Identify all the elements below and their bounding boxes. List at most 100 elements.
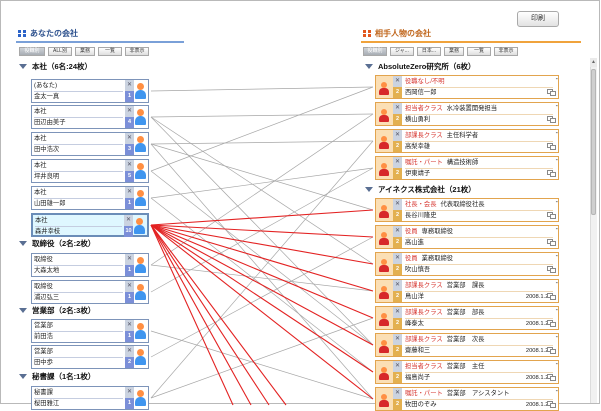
collapse-triangle-icon[interactable] (19, 241, 27, 246)
collapse-triangle-icon[interactable] (19, 308, 27, 313)
remove-icon[interactable]: ✕ (125, 160, 134, 171)
remove-icon[interactable]: ✕ (125, 320, 134, 331)
remove-icon[interactable]: ✕ (393, 253, 402, 264)
copy-icon[interactable] (547, 116, 556, 123)
remove-icon[interactable]: ✕ (125, 133, 134, 144)
remove-icon[interactable]: ✕ (124, 215, 133, 226)
remove-icon[interactable]: ✕ (125, 387, 134, 398)
right-view-button[interactable]: ジャ... (390, 47, 414, 56)
dropdown-dots-icon[interactable]: - (555, 103, 558, 110)
remove-icon[interactable]: ✕ (393, 307, 402, 318)
right-view-button[interactable]: 非表示 (494, 47, 518, 56)
employee-card[interactable]: 本社田辺由美子✕4 (31, 105, 149, 129)
right-group-header[interactable]: AbsoluteZero研究所（6枚） (365, 61, 476, 72)
remove-icon[interactable]: ✕ (125, 281, 134, 292)
remove-icon[interactable]: ✕ (393, 103, 402, 114)
left-group-header[interactable]: 取締役（2名:2枚） (19, 238, 95, 249)
left-group-header[interactable]: 本社（6名:24枚） (19, 61, 92, 72)
employee-card[interactable]: 営業部前田浩✕1 (31, 319, 149, 343)
remove-icon[interactable]: ✕ (393, 388, 402, 399)
remove-icon[interactable]: ✕ (125, 187, 134, 198)
scroll-up-arrow[interactable]: ▲ (590, 58, 597, 67)
dropdown-dots-icon[interactable]: - (555, 157, 558, 164)
employee-card[interactable]: 本社山田雄一郎✕1 (31, 186, 149, 210)
employee-card[interactable]: 取締役大森太地✕1 (31, 253, 149, 277)
collapse-triangle-icon[interactable] (365, 187, 373, 192)
dropdown-dots-icon[interactable]: - (555, 280, 558, 287)
left-view-button[interactable]: 業務 (75, 47, 95, 56)
employee-card[interactable]: 営業部田中歩✕2 (31, 345, 149, 369)
employee-card[interactable]: 取締役浦辺弘三✕1 (31, 280, 149, 304)
remove-icon[interactable]: ✕ (393, 76, 402, 87)
copy-icon[interactable] (547, 143, 556, 150)
left-view-button[interactable]: 非表示 (125, 47, 149, 56)
remove-icon[interactable]: ✕ (393, 334, 402, 345)
remove-icon[interactable]: ✕ (393, 130, 402, 141)
scrollbar-thumb[interactable] (591, 69, 596, 215)
remove-icon[interactable]: ✕ (393, 199, 402, 210)
remove-icon[interactable]: ✕ (393, 157, 402, 168)
right-view-button[interactable]: 日本... (417, 47, 441, 56)
dropdown-dots-icon[interactable]: - (555, 307, 558, 314)
remove-icon[interactable]: ✕ (393, 226, 402, 237)
employee-card[interactable]: 本社森井幸枝✕10 (31, 213, 149, 237)
remove-icon[interactable]: ✕ (125, 346, 134, 357)
remove-icon[interactable]: ✕ (393, 361, 402, 372)
remove-icon[interactable]: ✕ (125, 106, 134, 117)
copy-icon[interactable] (547, 170, 556, 177)
copy-icon[interactable] (547, 347, 556, 354)
right-group-header[interactable]: アイネクス株式会社（21枚） (365, 184, 476, 195)
copy-icon[interactable] (547, 266, 556, 273)
remove-icon[interactable]: ✕ (393, 280, 402, 291)
employee-card[interactable]: 秘書課桜田雅江✕1 (31, 386, 149, 410)
collapse-triangle-icon[interactable] (19, 64, 27, 69)
scrollbar-track[interactable] (590, 67, 597, 403)
dropdown-dots-icon[interactable]: - (555, 76, 558, 83)
remove-icon[interactable]: ✕ (125, 254, 134, 265)
dropdown-dots-icon[interactable]: - (555, 361, 558, 368)
right-view-button[interactable]: 業務 (444, 47, 464, 56)
right-view-button[interactable]: 役職別 (363, 47, 387, 56)
collapse-triangle-icon[interactable] (365, 64, 373, 69)
copy-icon[interactable] (547, 320, 556, 327)
copy-icon[interactable] (547, 293, 556, 300)
copy-icon[interactable] (547, 239, 556, 246)
print-button[interactable]: 印刷 (517, 11, 559, 27)
card-controls: ✕2 (125, 346, 134, 368)
dropdown-dots-icon[interactable]: - (555, 334, 558, 341)
dropdown-dots-icon[interactable]: - (555, 388, 558, 395)
left-group-header[interactable]: 営業部（2名:3枚） (19, 305, 95, 316)
dropdown-dots-icon[interactable]: - (555, 199, 558, 206)
dropdown-dots-icon[interactable]: - (555, 130, 558, 137)
left-view-button[interactable]: ALL別 (48, 47, 72, 56)
right-view-button[interactable]: 一覧 (467, 47, 491, 56)
dropdown-dots-icon[interactable]: - (555, 253, 558, 260)
left-group-header[interactable]: 秘書課（1名:1枚） (19, 371, 95, 382)
card-count-badge: 2 (393, 372, 402, 383)
copy-icon[interactable] (547, 401, 556, 408)
dropdown-dots-icon[interactable]: - (555, 226, 558, 233)
copy-icon[interactable] (547, 89, 556, 96)
copy-icon[interactable] (547, 374, 556, 381)
employee-card[interactable]: 本社田中浩次✕3 (31, 132, 149, 156)
employee-card[interactable]: 本社坪井良明✕5 (31, 159, 149, 183)
employee-card[interactable]: (あなた)金太一真✕1 (31, 79, 149, 103)
card-count-badge: 2 (125, 357, 134, 368)
copy-icon[interactable] (547, 212, 556, 219)
collapse-triangle-icon[interactable] (19, 374, 27, 379)
left-view-button[interactable]: 役職別 (19, 47, 45, 56)
remove-icon[interactable]: ✕ (125, 80, 134, 91)
left-view-button[interactable]: 一覧 (98, 47, 122, 56)
